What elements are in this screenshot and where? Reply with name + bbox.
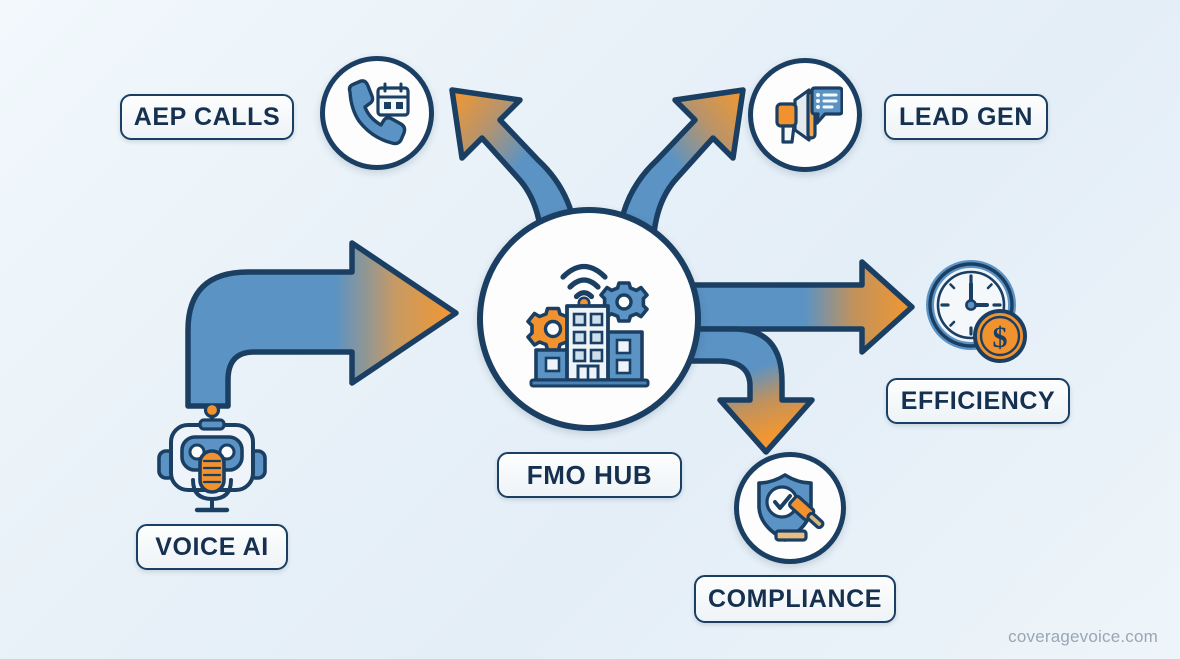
fmo-hub-icon-circle[interactable] bbox=[477, 207, 701, 431]
arrow-hub-to-lead-gen bbox=[615, 87, 746, 255]
clock-dollar-coin-icon: $ bbox=[926, 260, 1027, 363]
phone-calendar-icon bbox=[347, 79, 410, 146]
efficiency-icon[interactable]: $ bbox=[920, 256, 1030, 366]
arrow-voice-ai-to-hub bbox=[185, 240, 459, 409]
lead-gen-icon-circle[interactable] bbox=[748, 58, 862, 172]
voice-ai-icon[interactable] bbox=[152, 404, 272, 516]
megaphone-speech-bubble-icon bbox=[775, 86, 843, 144]
efficiency-label-text: EFFICIENCY bbox=[900, 386, 1056, 415]
watermark: coveragevoice.com bbox=[1008, 627, 1158, 646]
efficiency-label[interactable]: EFFICIENCY bbox=[886, 378, 1070, 424]
smart-building-gears-wifi-icon bbox=[526, 263, 650, 388]
robot-microphone-icon bbox=[157, 404, 267, 513]
aep-calls-label[interactable]: AEP CALLS bbox=[120, 94, 294, 140]
aep-calls-label-text: AEP CALLS bbox=[133, 102, 281, 131]
compliance-label[interactable]: COMPLIANCE bbox=[694, 575, 896, 623]
compliance-icon-circle[interactable] bbox=[734, 452, 846, 564]
voice-ai-label[interactable]: VOICE AI bbox=[136, 524, 288, 570]
fmo-hub-label[interactable]: FMO HUB bbox=[497, 452, 682, 498]
arrow-hub-to-compliance bbox=[685, 326, 815, 455]
fmo-hub-label-text: FMO HUB bbox=[526, 459, 653, 490]
svg-text:$: $ bbox=[993, 321, 1008, 354]
compliance-label-text: COMPLIANCE bbox=[707, 584, 883, 613]
voice-ai-label-text: VOICE AI bbox=[155, 532, 269, 561]
shield-check-gavel-icon bbox=[757, 473, 825, 542]
lead-gen-label-text: LEAD GEN bbox=[899, 102, 1033, 131]
aep-calls-icon-circle[interactable] bbox=[320, 56, 434, 170]
lead-gen-label[interactable]: LEAD GEN bbox=[884, 94, 1048, 140]
